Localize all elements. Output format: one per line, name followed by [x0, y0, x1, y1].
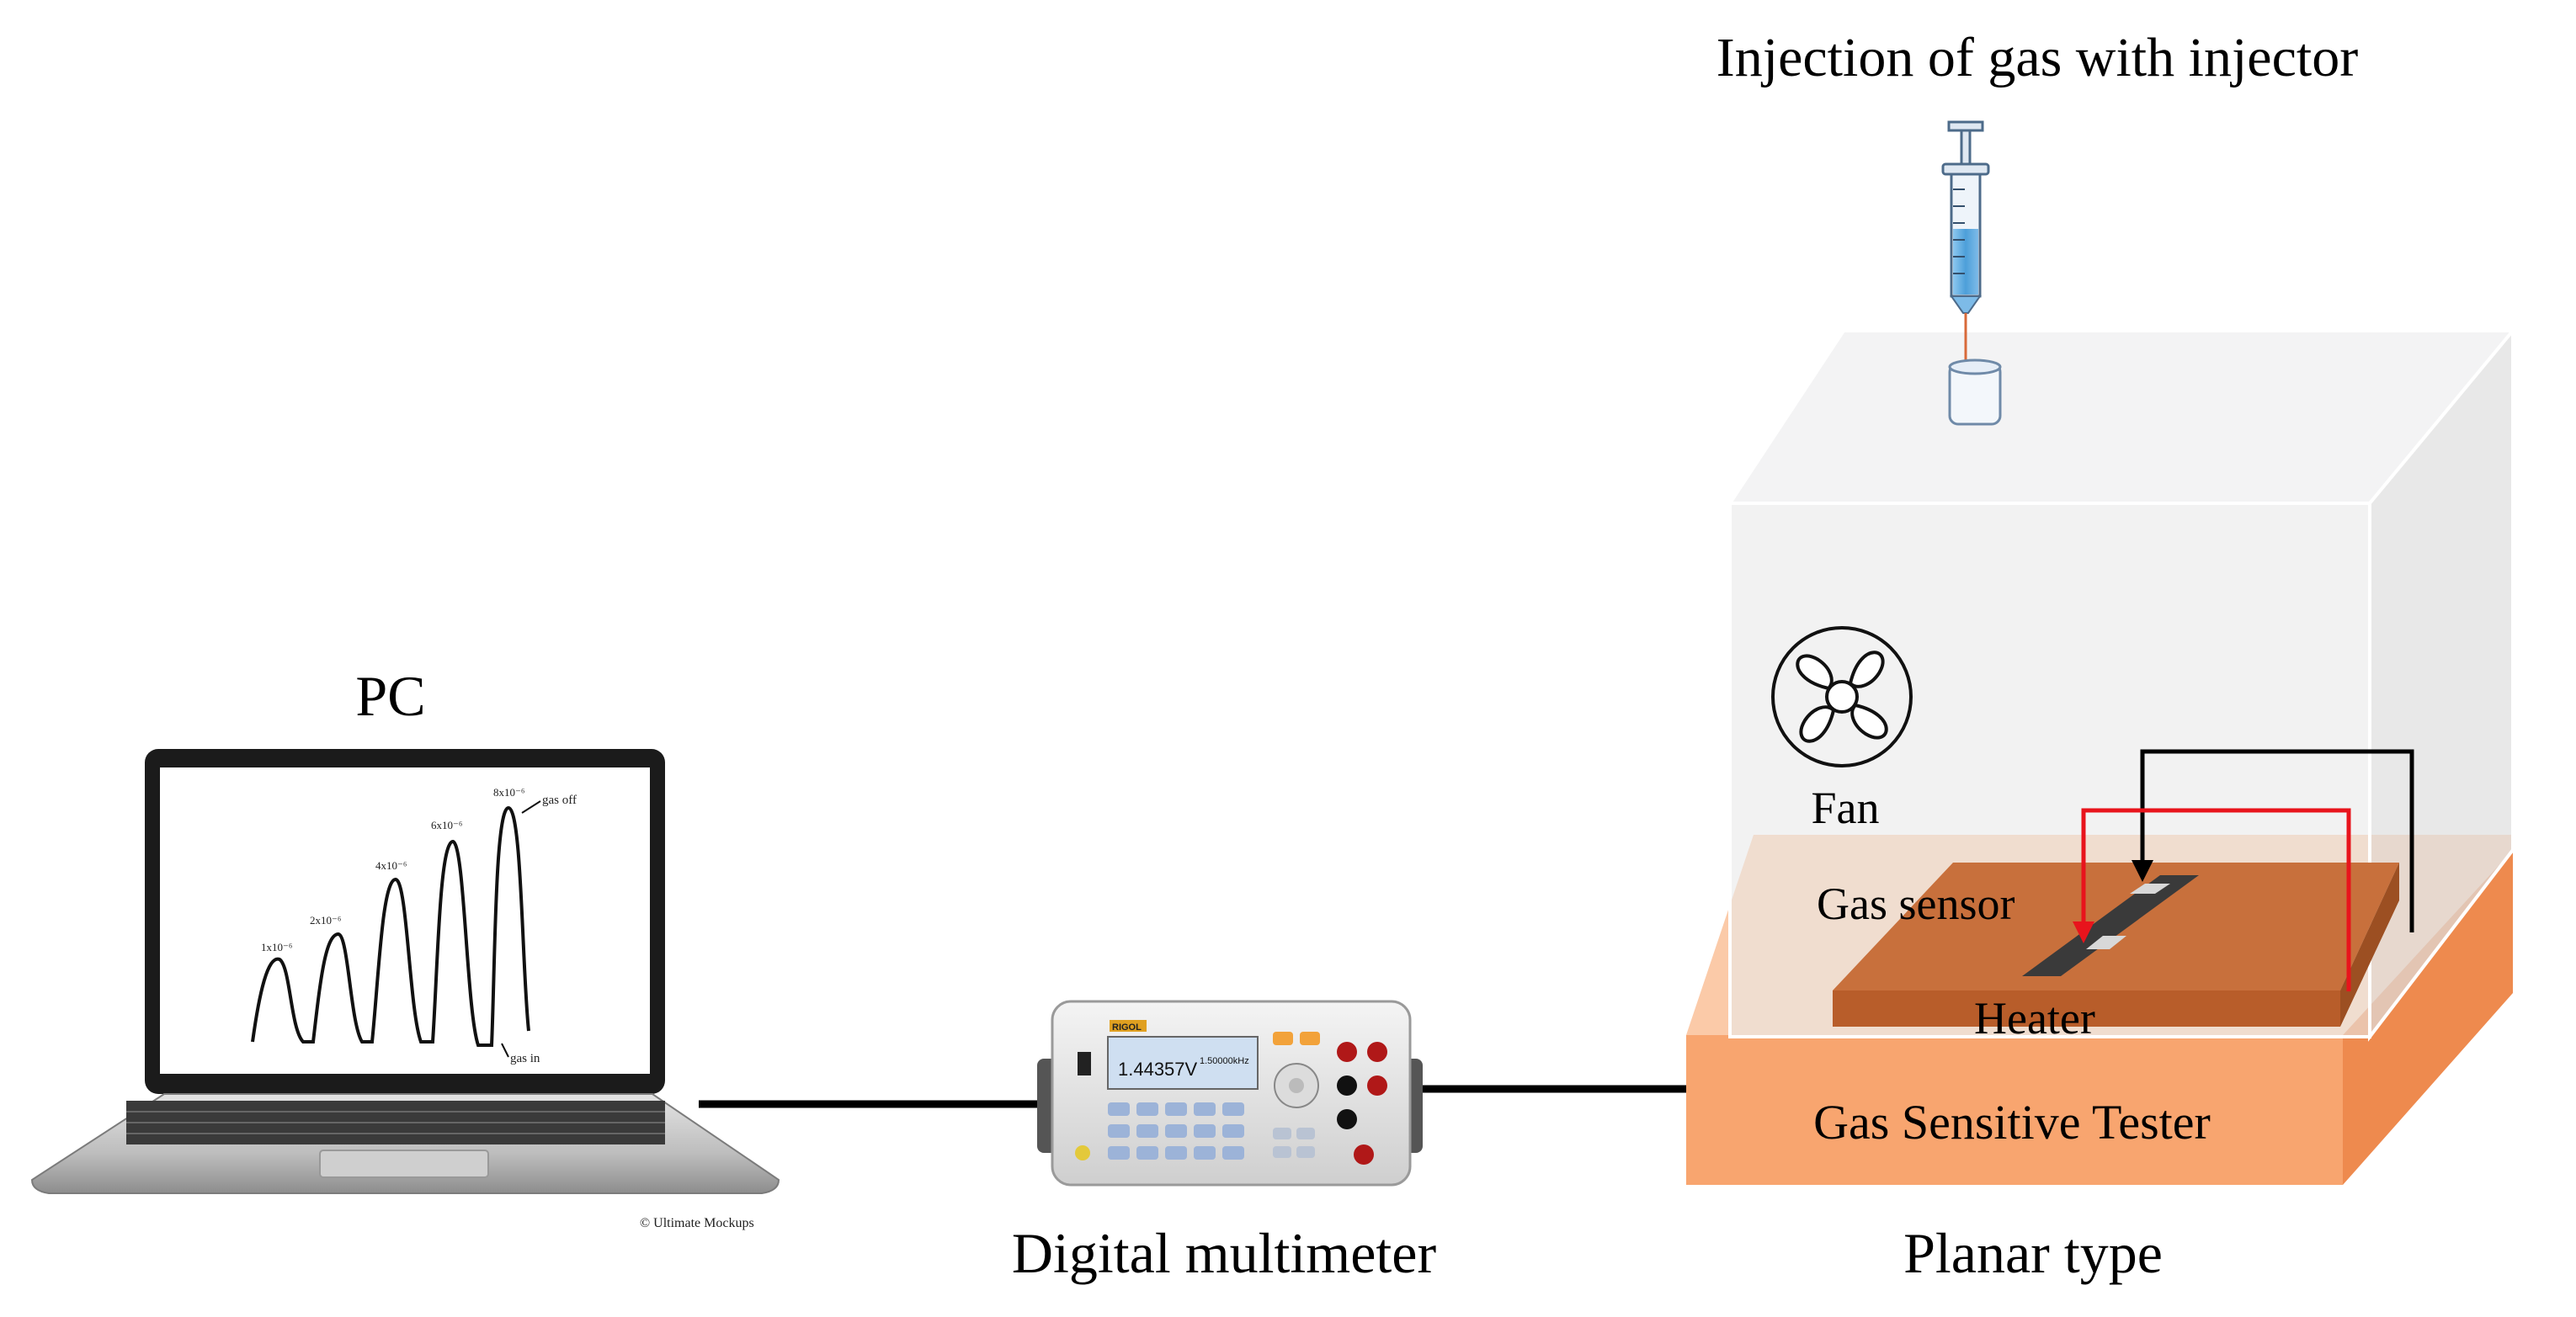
gas-off-arrow	[521, 800, 541, 814]
multimeter-terminal-red-1	[1337, 1042, 1357, 1062]
watermark: © Ultimate Mockups	[640, 1216, 754, 1230]
heater-plate-front	[1833, 990, 2340, 1027]
planar-type-label: Planar type	[1903, 1221, 2163, 1285]
tester-side	[2343, 850, 2513, 1185]
peak-label-4: 6x10⁻⁶	[431, 819, 462, 831]
multimeter-small-keys	[1273, 1128, 1315, 1158]
gas-sensor-chip	[2022, 875, 2199, 976]
gas-in-label: gas in	[510, 1052, 540, 1065]
gas-off-label: gas off	[542, 794, 577, 807]
multimeter-brand: RIGOL	[1112, 1022, 1142, 1033]
multimeter-terminal-black-1	[1337, 1075, 1357, 1096]
gas-sensor-label: Gas sensor	[1817, 879, 2014, 929]
heater-assembly	[1833, 863, 2399, 1027]
digital-multimeter: RIGOL 1.44357V 1.50000kHz	[1037, 1000, 1423, 1187]
syringe-icon	[1941, 120, 1990, 362]
sensor-response-curve	[251, 805, 530, 1047]
gas-in-arrow	[501, 1043, 509, 1058]
laptop-keys	[126, 1111, 665, 1134]
vial-icon	[1948, 358, 2002, 426]
multimeter-orange-key-1	[1273, 1032, 1293, 1045]
multimeter-terminal-red-2	[1367, 1042, 1387, 1062]
multimeter-nav-center	[1289, 1078, 1304, 1093]
laptop: © Ultimate Mockups 1x10⁻⁶ 2x10⁻⁶ 4x10⁻⁶ …	[30, 749, 780, 1230]
black-wire-arrow	[2132, 860, 2153, 882]
multimeter-terminal-red-3	[1367, 1075, 1387, 1096]
multimeter-secondary-reading: 1.50000kHz	[1200, 1056, 1249, 1066]
fan-label: Fan	[1812, 783, 1880, 833]
injection-label: Injection of gas with injector	[1716, 27, 2358, 88]
peak-label-3: 4x10⁻⁶	[375, 859, 407, 872]
gas-sensor-electrode-2	[2130, 884, 2170, 894]
multimeter-terminal-red-4	[1354, 1144, 1374, 1165]
multimeter-terminal-black-2	[1337, 1109, 1357, 1129]
red-wire	[2081, 808, 2351, 991]
multimeter-display	[1107, 1036, 1259, 1090]
multimeter-primary-reading: 1.44357V	[1118, 1059, 1198, 1080]
pc-label: PC	[355, 664, 425, 728]
heater-label: Heater	[1974, 993, 2095, 1044]
laptop-touchpad	[319, 1150, 489, 1178]
multimeter-brand-badge	[1110, 1020, 1147, 1032]
multimeter-orange-key-2	[1300, 1032, 1320, 1045]
peak-label-5: 8x10⁻⁶	[493, 786, 524, 799]
multimeter-keypad	[1108, 1102, 1244, 1160]
multimeter-power-button	[1075, 1145, 1090, 1160]
red-wire-arrow	[2073, 921, 2094, 943]
fan-icon	[1771, 626, 1913, 767]
gas-sensor-electrode-1	[2086, 936, 2126, 949]
multimeter-label: Digital multimeter	[1012, 1221, 1437, 1285]
peak-label-2: 2x10⁻⁶	[310, 914, 341, 927]
peak-label-1: 1x10⁻⁶	[261, 941, 292, 953]
tester-front	[1686, 1035, 2343, 1185]
heater-plate-side	[2340, 863, 2399, 1027]
tester-label: Gas Sensitive Tester	[1813, 1095, 2211, 1150]
multimeter-usb-port	[1078, 1052, 1091, 1075]
